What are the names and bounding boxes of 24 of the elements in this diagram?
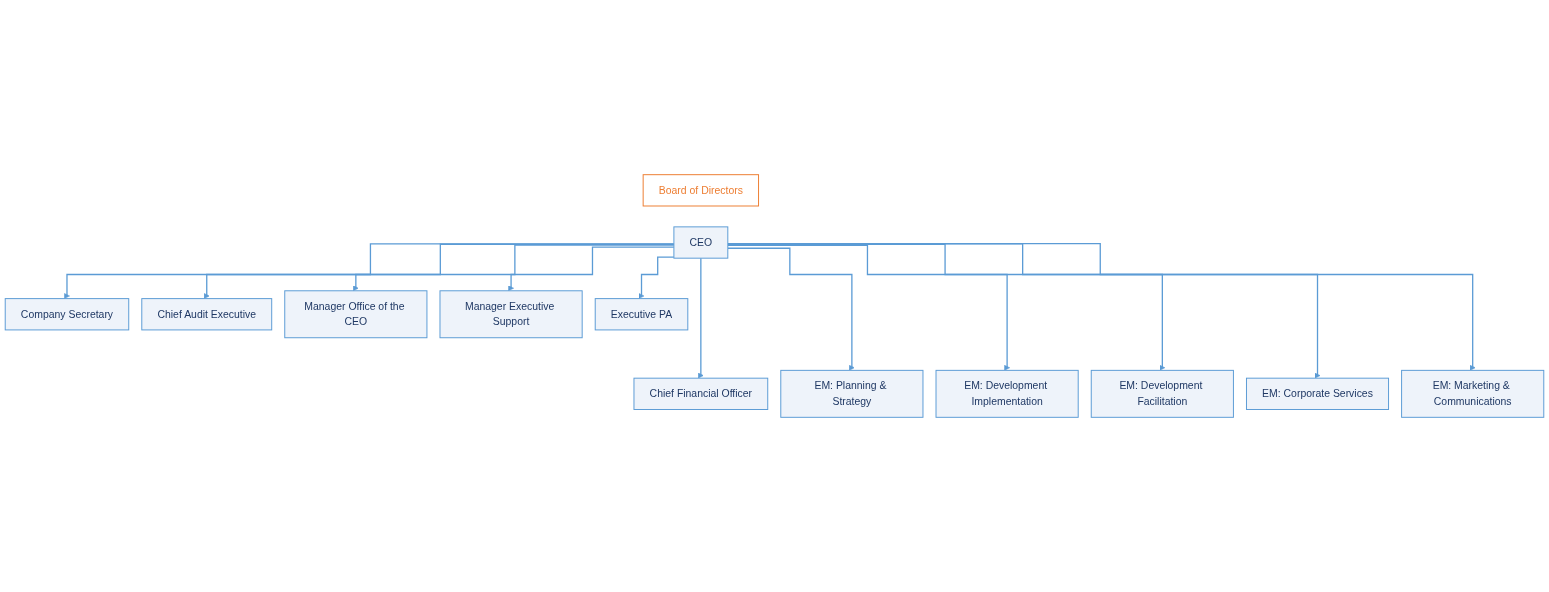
arrow — [203, 243, 675, 299]
node-box: Chief Audit Executive — [141, 298, 273, 331]
node-box: CEO — [673, 226, 729, 259]
node-box: Chief Financial Officer — [633, 377, 769, 410]
arrow — [727, 243, 1476, 371]
node-box: Board of Directors — [642, 174, 760, 207]
arrow — [508, 246, 675, 292]
arrow — [727, 244, 1010, 371]
node-box: EM: Development Implementation — [935, 369, 1079, 418]
arrow — [727, 243, 1166, 371]
node-box: EM: Corporate Services — [1246, 377, 1390, 410]
node-box: Company Secretary — [4, 298, 130, 331]
node-box: Manager Office of the CEO — [284, 290, 428, 339]
node-box: Manager Executive Support — [439, 290, 583, 339]
arrow — [353, 244, 675, 292]
arrow — [698, 257, 704, 379]
arrow — [727, 247, 855, 371]
node-box: EM: Planning & Strategy — [780, 369, 924, 418]
arrow — [64, 243, 675, 299]
node-box: Executive PA — [594, 298, 689, 331]
node-box: EM: Development Facilitation — [1090, 369, 1234, 418]
arrow — [727, 243, 1321, 379]
arrow — [638, 256, 675, 299]
node-box: EM: Marketing & Communications — [1401, 369, 1545, 418]
